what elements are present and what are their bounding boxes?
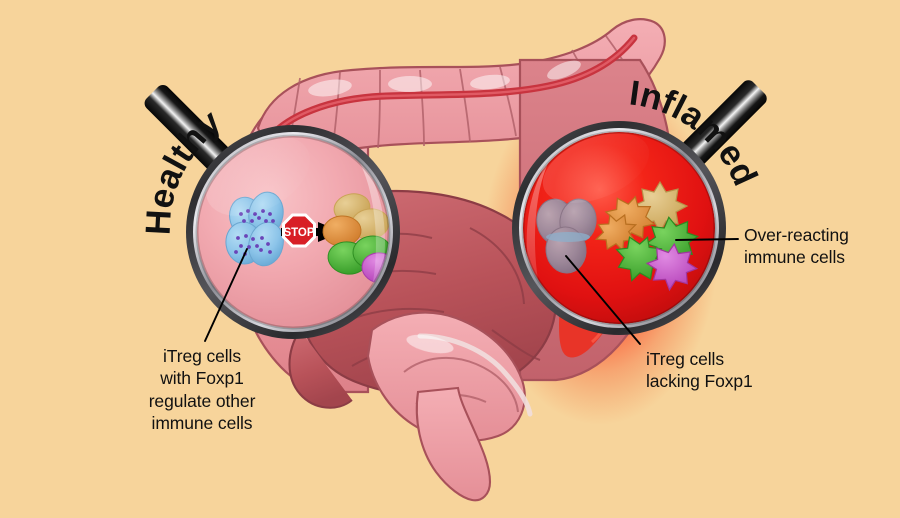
caption-itreg-with-foxp1: iTreg cells with Foxp1 regulate other im…: [148, 346, 256, 434]
sigmoid-rectum: [415, 386, 492, 502]
leader-lines: [204, 238, 739, 345]
magnifier-inflamed[interactable]: [512, 75, 772, 335]
lens-glint-inflamed: [542, 133, 650, 203]
magnifier-healthy-inner-shadow: [195, 134, 391, 330]
magnifier-inflamed-lens: [523, 132, 715, 324]
caption-over-reacting-immune-cells: Over-reacting immune cells: [744, 225, 849, 268]
leader-line-itreg-healthy: [204, 248, 248, 342]
lens-sheen-healthy: [352, 150, 385, 318]
caption-itreg-lacking-foxp1: iTreg cells lacking Foxp1: [646, 349, 753, 392]
stop-sign-label: STOP: [283, 227, 314, 239]
small-intestine-loops: [366, 311, 526, 442]
cecum: [288, 329, 353, 409]
immune-cells-inflamed: [594, 180, 700, 292]
marginal-artery-highlight: [266, 36, 636, 142]
leader-line-itreg-inflamed: [565, 255, 641, 345]
itreg-cells-inflamed: [536, 198, 597, 274]
leader-line-overreacting: [675, 238, 739, 241]
small-intestine-fold-a: [403, 356, 519, 413]
lower-vessel: [417, 333, 533, 417]
magnifier-healthy[interactable]: STOP: [140, 80, 401, 339]
stop-sign: STOP: [282, 213, 316, 248]
magnifier-inflamed-inner-shadow: [521, 130, 717, 326]
